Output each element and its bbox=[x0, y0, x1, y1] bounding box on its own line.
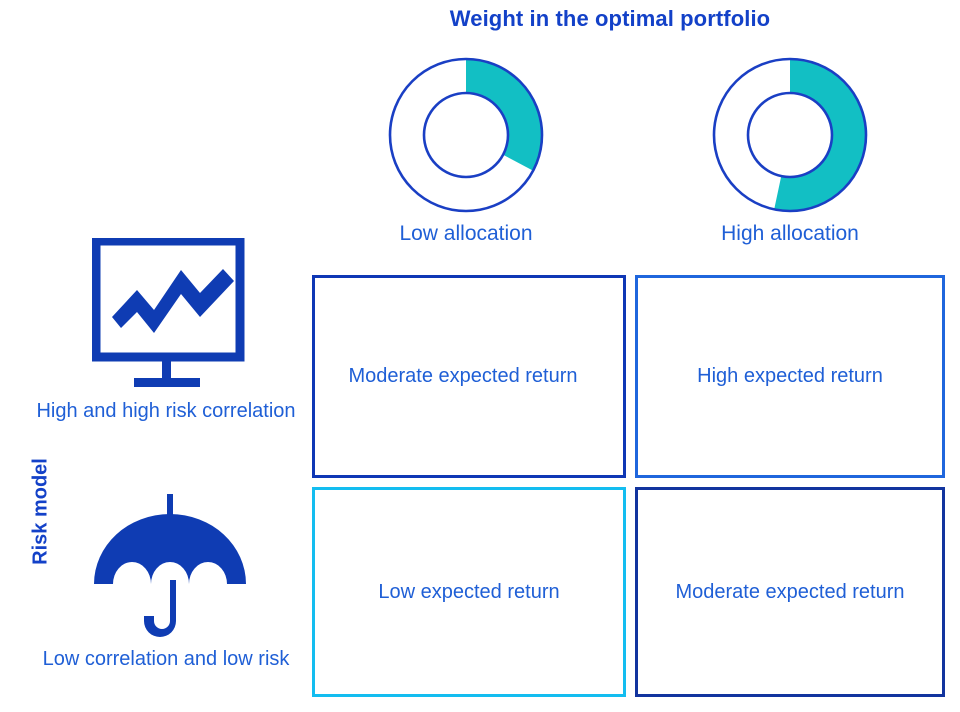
matrix-cell-high-risk-high-allocation[interactable]: High expected return bbox=[635, 275, 945, 478]
matrix-cell-text: Moderate expected return bbox=[348, 365, 578, 387]
donut-chart-low-allocation bbox=[386, 55, 546, 215]
donut-chart-high-allocation bbox=[710, 55, 870, 215]
column-label-low-allocation: Low allocation bbox=[399, 222, 533, 245]
axis-label-risk-model: Risk model bbox=[29, 458, 52, 565]
column-label-high-allocation: High allocation bbox=[721, 222, 859, 245]
matrix-cell-text: High expected return bbox=[697, 365, 883, 387]
matrix-cell-low-risk-high-allocation[interactable]: Moderate expected return bbox=[635, 487, 945, 697]
row-label-high-risk: High and high risk correlation bbox=[36, 400, 296, 422]
matrix-cell-high-risk-low-allocation[interactable]: Moderate expected return bbox=[312, 275, 626, 478]
monitor-chart-icon bbox=[91, 236, 252, 390]
row-label-low-risk: Low correlation and low risk bbox=[42, 648, 290, 670]
matrix-cell-low-risk-low-allocation[interactable]: Low expected return bbox=[312, 487, 626, 697]
page-title: Weight in the optimal portfolio bbox=[449, 6, 771, 31]
umbrella-icon bbox=[88, 488, 253, 648]
matrix-cell-text: Moderate expected return bbox=[675, 580, 905, 603]
matrix-cell-text: Low expected return bbox=[378, 580, 560, 603]
